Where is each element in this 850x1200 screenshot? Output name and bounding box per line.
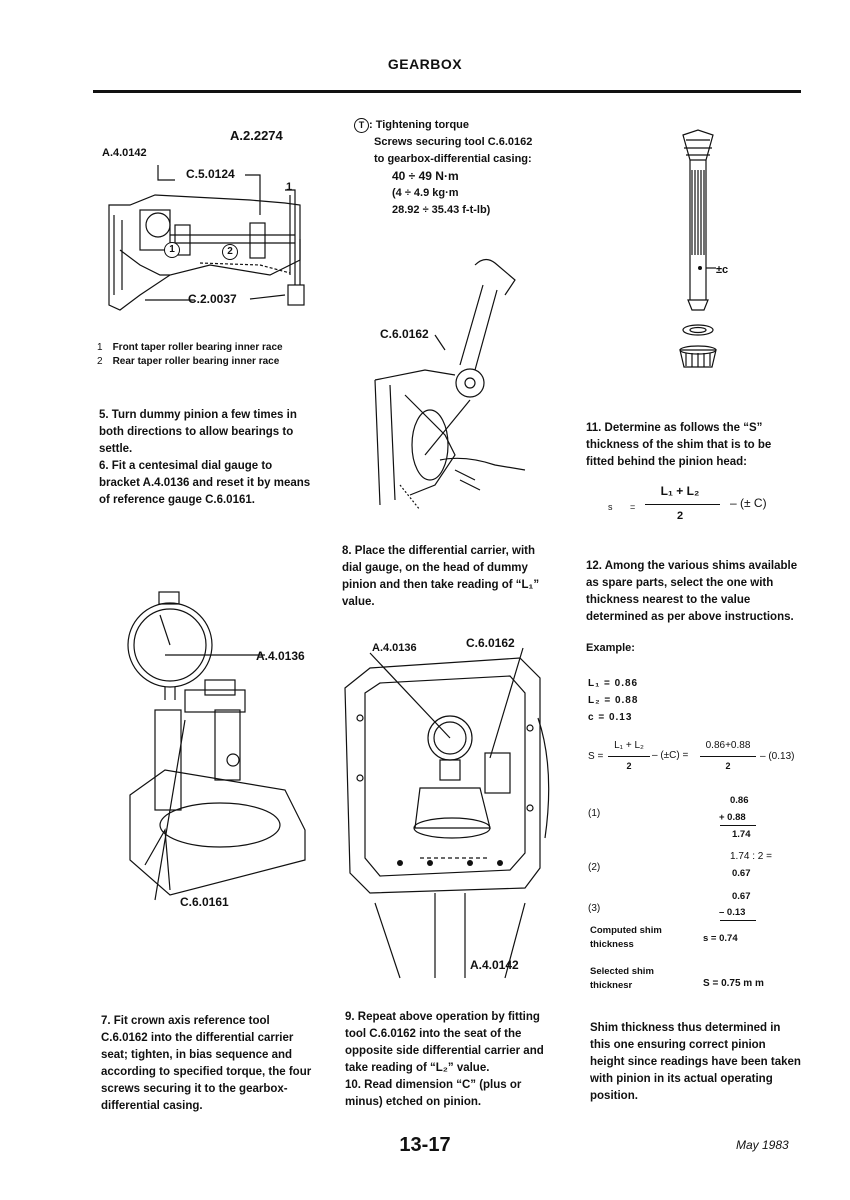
computed-label: Computed shim thickness: [590, 925, 662, 950]
step-11: 11. Determine as follows the “S” thickne…: [586, 422, 772, 468]
step1-result: 1.74: [732, 829, 751, 840]
fig5-label-a: A.4.0136: [372, 642, 417, 654]
torque-title: : Tightening torque: [369, 119, 470, 131]
step-6: 6. Fit a centesimal dial gauge to bracke…: [99, 460, 311, 506]
step1-a: 0.86: [730, 795, 749, 806]
torque-val2: (4 ÷ 4.9 kg·m: [392, 187, 459, 199]
fig5-label-c: C.6.0162: [466, 636, 515, 650]
fig1-label-a2: A.2.2274: [230, 128, 283, 143]
fig3-label: ±c: [716, 264, 729, 276]
step3-b: – 0.13: [719, 907, 746, 918]
step-9: 9. Repeat above operation by fitting too…: [345, 1011, 544, 1074]
example-s-num: L₁ + L₂: [614, 740, 644, 751]
step-12: 12. Among the various shims available as…: [586, 560, 798, 623]
step2-a: 1.74 : 2 =: [730, 851, 772, 862]
step1-rule: [720, 825, 756, 826]
fig2-label: C.6.0162: [380, 327, 429, 341]
fig1-label-1: 1: [286, 181, 293, 193]
fig1-label-c5: C.5.0124: [186, 167, 235, 181]
step3-rule: [720, 920, 756, 921]
step1-label: (1): [588, 808, 601, 819]
differential-carrier-drawing: [344, 647, 550, 979]
gearbox-section-drawing: [108, 165, 305, 311]
example-s-num2: 0.86+0.88: [705, 740, 751, 751]
step2-label: (2): [588, 862, 601, 873]
example-s-bar2: [700, 756, 756, 757]
example-s-bar: [608, 756, 650, 757]
computed-value: s = 0.74: [703, 933, 738, 944]
torque-val1: 40 ÷ 49 N·m: [392, 169, 459, 183]
fig5-label-b: A.4.0142: [470, 958, 519, 972]
step-7: 7. Fit crown axis reference tool C.6.016…: [101, 1015, 312, 1112]
example-s-tail: – (0.13): [760, 751, 795, 762]
selected-value: S = 0.75 m m: [703, 978, 764, 989]
step1-b: + 0.88: [719, 812, 746, 823]
example-c: c = 0.13: [588, 712, 633, 723]
step3-label: (3): [588, 903, 601, 914]
example-title: Example:: [586, 642, 635, 654]
page-header-title: GEARBOX: [387, 56, 463, 72]
torque-line2: to gearbox-differential casing:: [374, 153, 532, 165]
torque-block: T: Tightening torque Screws securing too…: [354, 117, 532, 219]
torque-val3: 28.92 ÷ 35.43 f-t-lb): [392, 204, 491, 216]
page-date: May 1983: [736, 1138, 789, 1152]
header-rule: [93, 90, 801, 93]
callout-2: 2: [222, 244, 238, 260]
conclusion-text: Shim thickness thus determined in this o…: [590, 1022, 801, 1102]
step-10: 10. Read dimension “C” (plus or minus) e…: [345, 1079, 522, 1108]
dial-gauge-stand-drawing: [127, 591, 306, 901]
formula-tail: – (± C): [730, 496, 767, 510]
fig4-label-a: A.4.0136: [256, 649, 305, 663]
example-s-den: 2: [626, 761, 632, 771]
formula-s: s: [608, 502, 613, 512]
formula-numerator: L₁ + L₂: [660, 484, 700, 498]
step3-a: 0.67: [732, 891, 751, 902]
example-l1: L₁ = 0.86: [588, 678, 639, 689]
torque-wrench-drawing: [374, 258, 526, 511]
formula-denominator: 2: [676, 510, 684, 522]
fig4-label-c: C.6.0161: [180, 895, 229, 909]
example-l2: L₂ = 0.88: [588, 695, 639, 706]
example-s-den2: 2: [725, 761, 731, 771]
torque-icon: T: [354, 118, 369, 133]
pinion-drawing: [679, 129, 717, 368]
torque-line1: Screws securing tool C.6.0162: [374, 136, 533, 148]
example-s-mid: – (±C) =: [652, 750, 689, 761]
page-number: 13-17: [399, 1134, 451, 1156]
selected-label: Selected shim thicknesr: [590, 966, 654, 991]
fig1-label-a4: A.4.0142: [102, 147, 147, 159]
callout-1: 1: [164, 242, 180, 258]
step-5: 5. Turn dummy pinion a few times in both…: [99, 409, 297, 455]
example-s-lhs: S =: [588, 751, 604, 762]
formula-fraction-bar: [645, 504, 720, 505]
fig1-label-c2: C.2.0037: [188, 292, 237, 306]
step2-result: 0.67: [732, 868, 751, 879]
formula-eq: =: [630, 502, 636, 512]
step-8: 8. Place the differential carrier, with …: [342, 545, 540, 608]
